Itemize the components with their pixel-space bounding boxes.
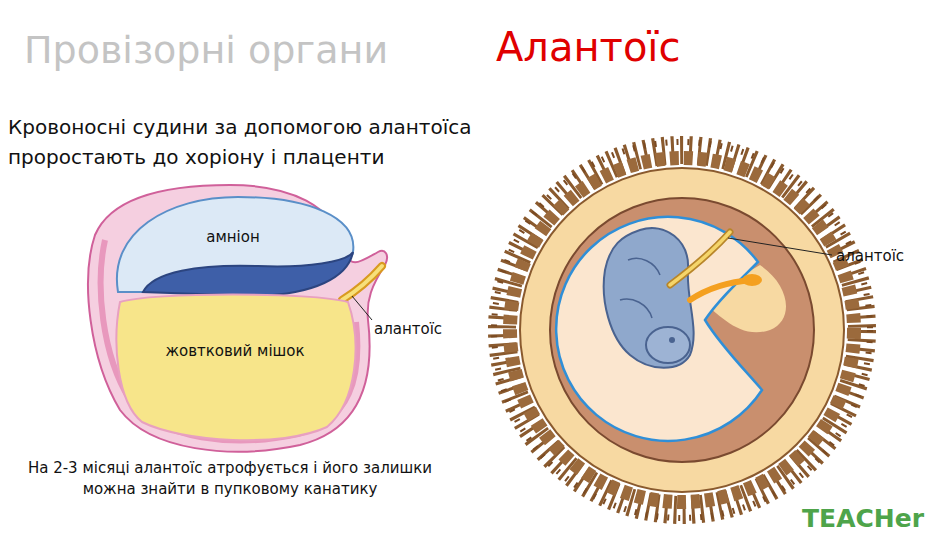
title: Алантоїс [496,24,680,70]
allantois-lumen [342,266,382,300]
watermark: TEACHer [802,504,924,533]
node-text: жовтковий мішок [112,342,358,360]
caption: На 2-3 місяці алантоїс атрофується і йог… [10,458,450,500]
faded-heading: Провізорні органи [24,28,388,72]
yolk-sac-shape: жовтковий мішок [112,292,358,444]
allantois-tube [342,266,382,300]
node-outline [108,192,358,300]
allantois-lumen [670,232,730,285]
vitelline-duct [690,280,752,300]
amnion-shape: амніон [108,192,358,300]
part-label: алантоїс [374,320,442,338]
node-text: амніон [108,228,358,246]
chorion-villi [494,142,870,518]
allantois-tube [670,232,730,285]
cavity-wall [550,198,814,462]
leader-line [728,238,832,255]
part-label: алантоїс [836,247,904,265]
subtitle: Кровоносні судини за допомогою алантоїса… [8,112,553,172]
outer-membrane [88,185,387,452]
amniotic-cavity [556,217,762,441]
chorion-villi [502,150,862,510]
chorion [520,168,844,492]
embryo [604,228,694,368]
node-outline [112,292,358,444]
leader-line [352,296,372,320]
yolk-remnant [742,274,762,286]
chorion-villi [510,158,854,502]
